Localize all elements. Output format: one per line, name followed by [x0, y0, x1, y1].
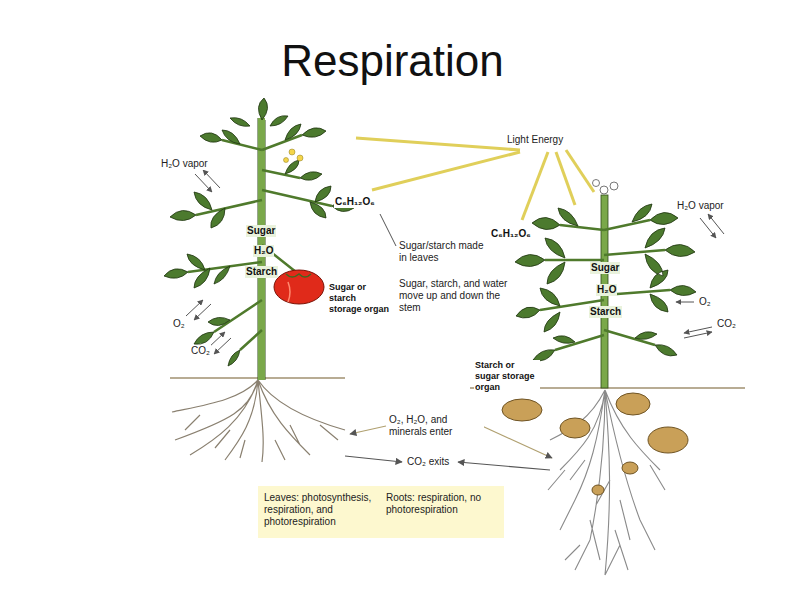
potato-tuber — [616, 393, 650, 415]
light-ray — [522, 152, 548, 220]
potato-leaves — [515, 204, 696, 361]
tomato-calyx — [286, 274, 311, 277]
tomato-branch — [188, 135, 332, 350]
potato-flower — [593, 180, 600, 187]
light-ray — [372, 152, 520, 190]
annotation-label: Starch or sugar storage organ — [474, 360, 540, 392]
vapor-arrow — [708, 214, 724, 234]
potato-tuber — [592, 485, 604, 495]
leader-line — [380, 214, 396, 246]
annotation-label: Sugar — [590, 262, 620, 274]
gas-arrow — [214, 338, 231, 354]
annotation-label: Sugar — [246, 225, 276, 237]
note-text: Leaves: photosynthesis, respiration, and… — [264, 492, 376, 528]
gas-arrow — [194, 304, 211, 320]
potato-tuber — [648, 427, 688, 453]
tomato-leaves — [164, 98, 354, 366]
annotation-label: C₆H₁₂O₆ — [490, 228, 532, 240]
potato-flowers — [593, 180, 619, 195]
potato-tubers — [502, 393, 688, 495]
annotation-label: H₂O — [596, 284, 617, 296]
annotation-label: CO₂ — [190, 345, 211, 357]
annotation-label: Sugar, starch, and water move up and dow… — [398, 278, 512, 314]
annotation-label: C₆H₁₂O₆ — [334, 196, 376, 208]
diagram-title: Respiration — [0, 36, 785, 86]
tomato-flowers — [284, 149, 304, 163]
annotation-label: O₂, H₂O, and minerals enter — [388, 414, 484, 438]
root-arrow — [458, 462, 550, 470]
annotation-label: O₂ — [698, 296, 712, 308]
potato-tuber — [622, 462, 638, 474]
annotation-label: CO₂ — [716, 318, 737, 330]
root-arrow — [350, 426, 386, 434]
vapor-arrow — [203, 170, 220, 188]
annotation-label: Starch — [589, 306, 622, 318]
potato-roots — [548, 390, 665, 575]
note-box: Leaves: photosynthesis, respiration, and… — [258, 486, 504, 538]
gas-arrow — [684, 327, 712, 333]
annotation-label: Starch — [245, 266, 278, 278]
tomato-flower — [284, 158, 289, 163]
annotation-label: H₂O vapor — [160, 158, 209, 170]
annotation-label: H₂O — [253, 245, 274, 257]
potato-tuber — [560, 418, 590, 438]
root-arrow — [345, 456, 402, 462]
tomato-flower — [289, 149, 295, 155]
light-ray — [356, 138, 520, 150]
root-arrow — [482, 426, 552, 458]
tomato-shine — [288, 282, 290, 302]
potato-tuber — [502, 399, 542, 421]
annotation-label: O₂ — [172, 318, 186, 330]
annotation-label: Light Energy — [506, 134, 564, 146]
gas-arrow — [676, 302, 694, 303]
annotation-label: Sugar or starch storage organ — [328, 282, 392, 314]
tomato-roots — [172, 380, 345, 462]
potato-flower — [600, 186, 608, 194]
annotation-label: Sugar/starch made in leaves — [398, 240, 494, 264]
annotation-label: CO₂ exits — [406, 456, 450, 468]
annotation-label: H₂O vapor — [676, 200, 725, 212]
tomato-fruit — [274, 270, 324, 304]
light-ray — [566, 150, 594, 192]
tomato-flower — [297, 155, 303, 161]
gas-arrow — [684, 332, 712, 338]
note-text: Roots: respiration, no photorespiration — [386, 492, 498, 516]
potato-flower — [610, 182, 618, 190]
